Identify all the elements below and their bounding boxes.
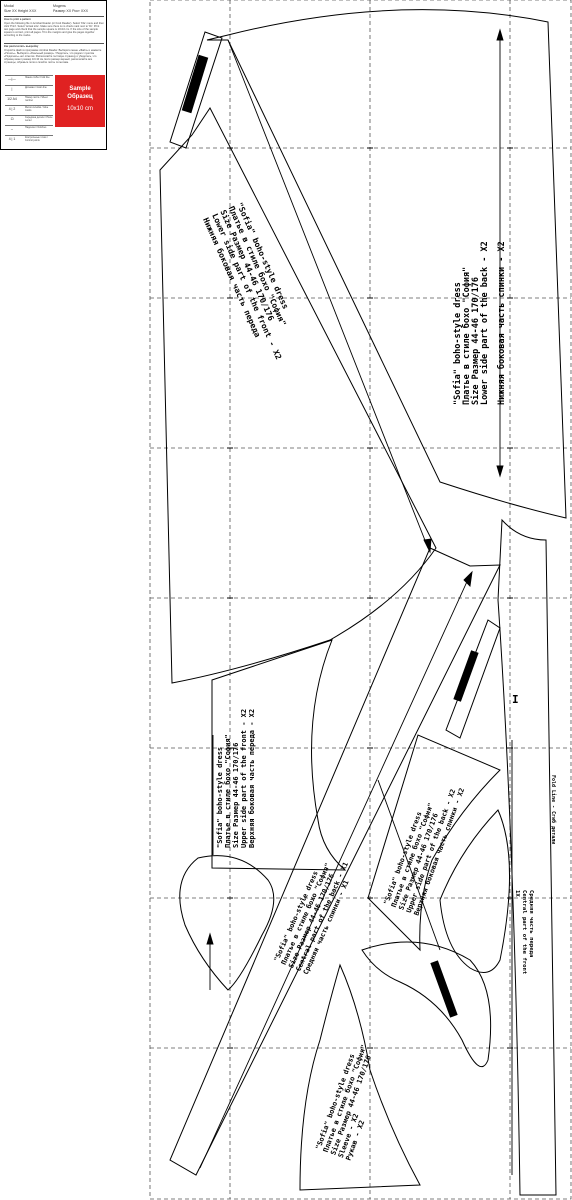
svg-text:1X: 1X — [514, 890, 520, 897]
how-to-print-text-ru: Откройте файл в программе Acrobat Reader… — [4, 49, 102, 65]
label-fold-line: Fold Line - Сгиб детали — [550, 775, 557, 844]
label-lower-side-back: "Sofia" boho-style dress Платье в стиле … — [452, 241, 507, 405]
svg-text:"Sofia" boho-style dress: "Sofia" boho-style dress — [216, 747, 224, 848]
legend-row: ↔Надсечки / Notches — [5, 125, 53, 135]
model-label-ru: Модель — [53, 4, 66, 8]
size-label-en: Size XX Height XXX — [4, 9, 37, 13]
svg-text:Средняя часть переда: Средняя часть переда — [528, 890, 534, 958]
svg-text:Central part of the front: Central part of the front — [521, 890, 527, 974]
tie-strip-labels — [181, 54, 479, 1018]
piece-sleeve — [299, 963, 421, 1191]
piece-upper-side-front — [211, 639, 347, 871]
svg-text:Fold Line - Сгиб детали: Fold Line - Сгиб детали — [550, 775, 557, 844]
label-upper-side-front: "Sofia" boho-style dress Платье в стиле … — [216, 709, 256, 848]
svg-text:Size Размер 44-46 170/176: Size Размер 44-46 170/176 — [470, 277, 481, 405]
symbol-legend: —|—Линия сгиба / Fold line |Долевая / Gr… — [5, 75, 53, 149]
model-label-en: Modal — [4, 4, 14, 8]
how-to-print-text-en: Open the following file in Acrobat Reade… — [4, 22, 104, 38]
grain-lines — [199, 28, 513, 1175]
piece-central-back — [169, 547, 501, 1176]
piece-collar — [361, 941, 492, 1068]
svg-text:Платье в стиле бохо "София": Платье в стиле бохо "София" — [224, 734, 232, 848]
piece-central-front — [497, 518, 557, 1196]
how-to-print-heading-en: How to print a pattern — [4, 18, 31, 21]
how-to-print-heading-ru: Как распечатать выкройку — [4, 45, 39, 48]
legend-row: —|—Линия сгиба / Fold line — [5, 75, 53, 85]
grain-mark-I: I — [512, 693, 519, 706]
piece-facing-right — [439, 809, 511, 973]
piece-upper-side-back — [367, 734, 501, 952]
legend-row: ⊡Середина детали / Piece center — [5, 115, 53, 125]
svg-text:Нижняя боковая часть спинки -: Нижняя боковая часть спинки - X2 — [496, 241, 507, 405]
legend-row: |Долевая / Grain line — [5, 85, 53, 95]
piece-lower-side-front — [159, 107, 437, 684]
svg-text:"Sofia" boho-style dress: "Sofia" boho-style dress — [452, 282, 463, 405]
piece-pocket — [179, 855, 275, 991]
sample-square: Sample Образец 10x10 cm — [55, 75, 105, 127]
piece-lower-side-back — [206, 9, 567, 519]
svg-text:Size Размер 44-46 170/176: Size Размер 44-46 170/176 — [232, 743, 240, 848]
sample-size: 10x10 cm — [66, 106, 93, 112]
sample-label-ru: Образец — [67, 94, 93, 100]
svg-text:Платье в стиле бохо "София": Платье в стиле бохо "София" — [461, 267, 472, 405]
svg-text:Lower side part of the back -: Lower side part of the back - X2 — [479, 241, 490, 405]
page-grid — [149, 0, 572, 1200]
piece-tie-strip-top — [169, 31, 223, 149]
piece-tie-strip-right — [445, 619, 501, 739]
svg-text:Верхняя боковая часть переда -: Верхняя боковая часть переда - X2 — [248, 709, 256, 848]
label-upper-side-back: "Sofia" boho-style dress Платье в стиле … — [382, 787, 466, 917]
sample-label-en: Sample — [69, 86, 91, 92]
size-label-ru: Размер XX Рост XXX — [53, 9, 89, 13]
label-central-front: Средняя часть переда Central part of the… — [514, 890, 534, 974]
label-lower-side-front: Lower side part of the front - X2 Size Р… — [201, 201, 291, 361]
label-sleeve: "Sofia" boho-style dress Платье в стиле … — [314, 1044, 373, 1162]
print-info-box: Modal Модель Size XX Height XXX Размер X… — [0, 0, 107, 150]
svg-text:Upper side part of the front -: Upper side part of the front - X2 — [240, 709, 248, 848]
